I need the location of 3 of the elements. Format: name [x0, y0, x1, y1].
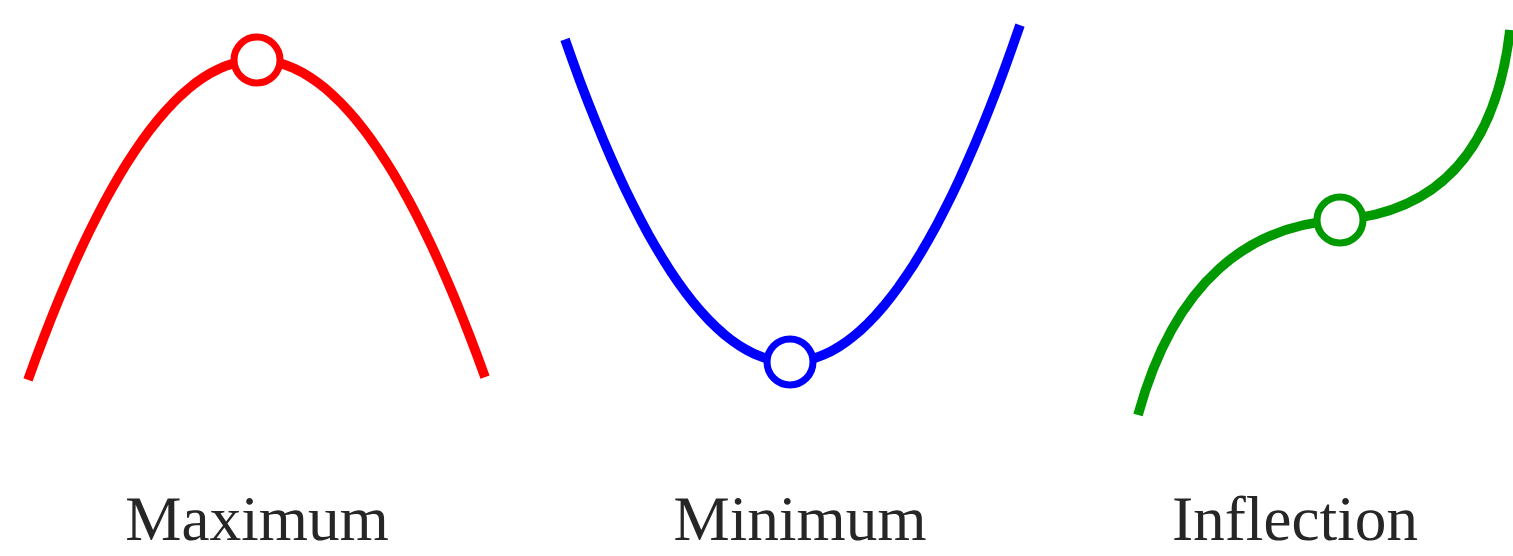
curve-label: Inflection — [1174, 495, 1418, 541]
curve-label: Maximum — [127, 498, 388, 541]
curve-label: Minimum — [675, 498, 926, 541]
